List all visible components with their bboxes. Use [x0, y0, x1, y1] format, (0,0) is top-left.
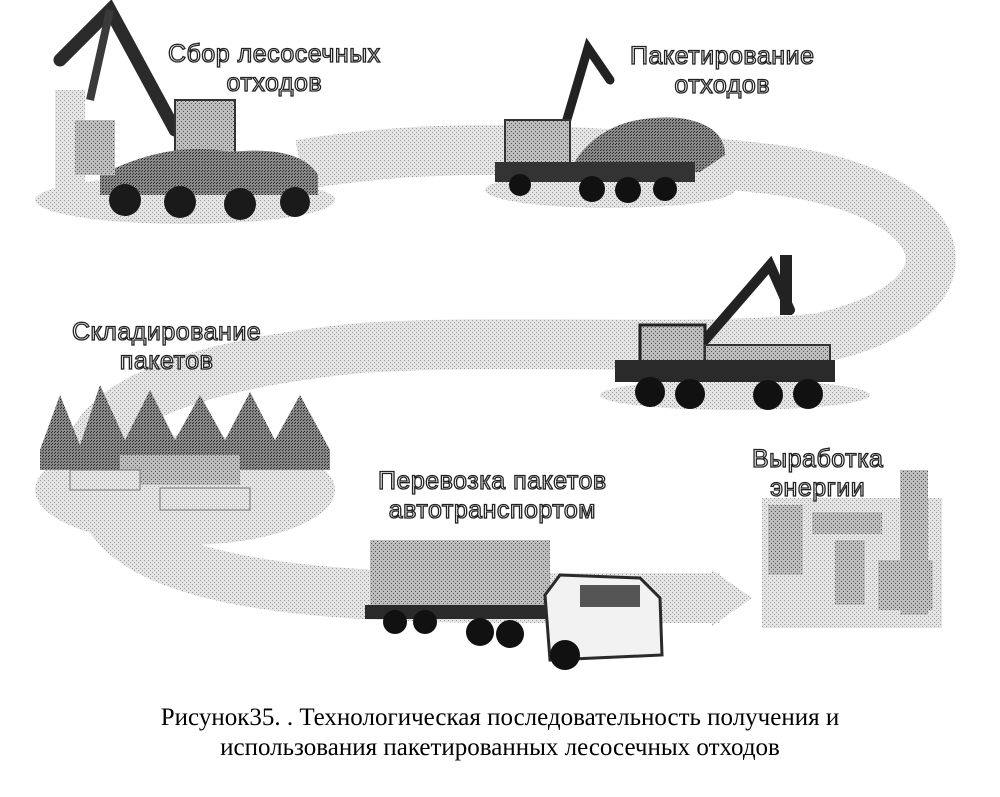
stage-label-storage: Складирование пакетов	[71, 317, 262, 376]
stage-label-line: Складирование	[71, 317, 262, 346]
stage-label-line: отходов	[226, 68, 323, 97]
stage-label-line: пакетов	[119, 346, 214, 375]
stage-label-line: энергии	[770, 473, 866, 502]
stage-label-line: Пакетирование	[629, 41, 815, 70]
trailer-truck-icon	[365, 540, 664, 670]
figure-caption: Рисунок35. . Технологическая последовате…	[40, 703, 960, 763]
stage-label-transport: Перевозка пакетов автотранспортом	[377, 466, 607, 525]
stage-label-line: Выработка	[751, 444, 884, 473]
stage-label-line: отходов	[674, 70, 771, 99]
baler-machine-icon	[485, 37, 735, 208]
figure-caption-line: использования пакетированных лесосечных …	[220, 734, 780, 761]
stage-label-line: автотранспортом	[388, 495, 596, 524]
power-plant-icon	[762, 470, 942, 628]
stage-label-line: Сбор лесосечных	[167, 39, 381, 68]
forwarder-machine-icon	[35, 0, 335, 224]
figure-caption-line: Рисунок35. . Технологическая последовате…	[160, 704, 840, 731]
stage-label-collection: Сбор лесосечных отходов	[167, 39, 381, 98]
forest-storage-icon	[35, 385, 335, 545]
flow-arrowhead-icon	[712, 570, 752, 626]
stage-label-baling: Пакетирование отходов	[629, 41, 815, 100]
loader-truck-icon	[600, 255, 870, 410]
stage-label-line: Перевозка пакетов	[377, 466, 607, 495]
stage-label-energy: Выработка энергии	[751, 444, 884, 503]
